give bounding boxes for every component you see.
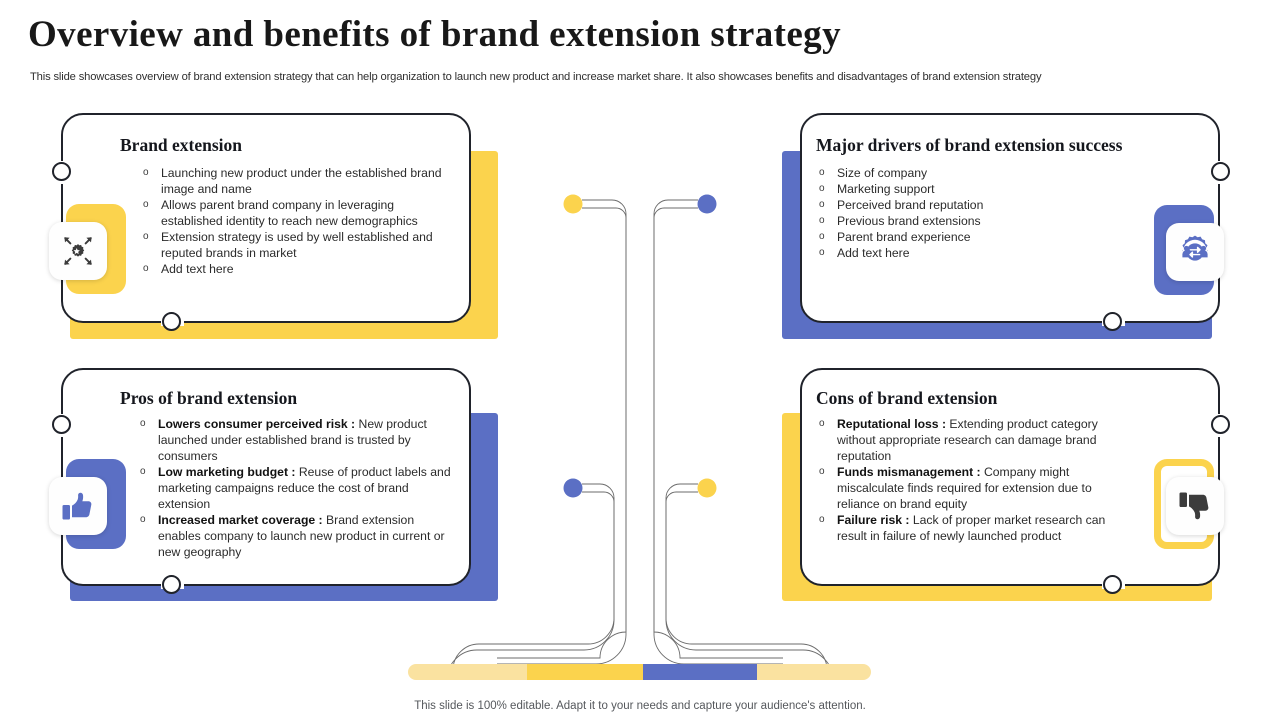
card-title: Pros of brand extension (120, 388, 298, 408)
thumbs-down-icon (1179, 492, 1209, 520)
list-item: Reputational loss : Extending product ca… (816, 416, 1136, 464)
card-cons[interactable]: Cons of brand extension Reputational los… (782, 368, 1230, 601)
target-expand-icon (64, 237, 92, 265)
list-item: Parent brand experience (816, 229, 1146, 245)
card-bullet-list: Reputational loss : Extending product ca… (816, 416, 1136, 544)
connector-node-bottom (1103, 574, 1122, 594)
list-item: Perceived brand reputation (816, 197, 1146, 213)
segment-2 (527, 664, 643, 680)
list-item: Lowers consumer perceived risk : New pro… (137, 416, 457, 464)
connector-node-left (51, 162, 71, 181)
page-title: Overview and benefits of brand extension… (28, 14, 841, 55)
thumbs-up-icon (62, 492, 92, 520)
icon-badge-thumbs-down[interactable] (1166, 477, 1224, 535)
list-item: Funds mismanagement : Company might misc… (816, 464, 1136, 512)
card-title: Cons of brand extension (816, 388, 998, 408)
card-brand-extension[interactable]: Brand extension Launching new product un… (51, 113, 498, 339)
connector-node-left (51, 415, 71, 434)
base-bar (408, 664, 871, 680)
dot-bottom-right (697, 478, 717, 498)
list-item: Increased market coverage : Brand extens… (137, 512, 457, 560)
list-item: Add text here (816, 245, 1146, 261)
dot-top-right (697, 194, 717, 214)
list-item: Previous brand extensions (816, 213, 1146, 229)
card-bullet-list: Launching new product under the establis… (140, 165, 458, 277)
icon-badge-gear[interactable] (1166, 223, 1224, 281)
gear-people-icon (1182, 235, 1208, 265)
connector-node-right (1210, 162, 1230, 181)
list-item: Low marketing budget : Reuse of product … (137, 464, 457, 512)
connector-node-right (1210, 415, 1230, 434)
connector-node-bottom (1103, 311, 1122, 331)
list-item: Extension strategy is used by well estab… (140, 229, 458, 261)
segment-3 (643, 664, 757, 680)
list-item: Allows parent brand company in leveragin… (140, 197, 458, 229)
icon-badge-target[interactable] (49, 222, 107, 280)
connector-node-bottom (162, 574, 181, 594)
dot-top-left (563, 194, 583, 214)
card-bullet-list: Size of company Marketing support Percei… (816, 165, 1146, 261)
list-item: Add text here (140, 261, 458, 277)
card-title: Major drivers of brand extension success (816, 135, 1123, 155)
segment-1 (408, 664, 527, 680)
segment-4 (757, 664, 871, 680)
list-item: Failure risk : Lack of proper market res… (816, 512, 1136, 544)
footer-note: This slide is 100% editable. Adapt it to… (414, 700, 866, 712)
card-title: Brand extension (120, 135, 243, 155)
list-item: Launching new product under the establis… (140, 165, 458, 197)
list-item: Size of company (816, 165, 1146, 181)
page-subtitle: This slide showcases overview of brand e… (30, 71, 1042, 83)
card-major-drivers[interactable]: Major drivers of brand extension success… (782, 113, 1230, 339)
connector-node-bottom (162, 311, 181, 331)
dot-bottom-left (563, 478, 583, 498)
icon-badge-thumbs-up[interactable] (49, 477, 107, 535)
card-bullet-list: Lowers consumer perceived risk : New pro… (137, 416, 457, 560)
list-item: Marketing support (816, 181, 1146, 197)
